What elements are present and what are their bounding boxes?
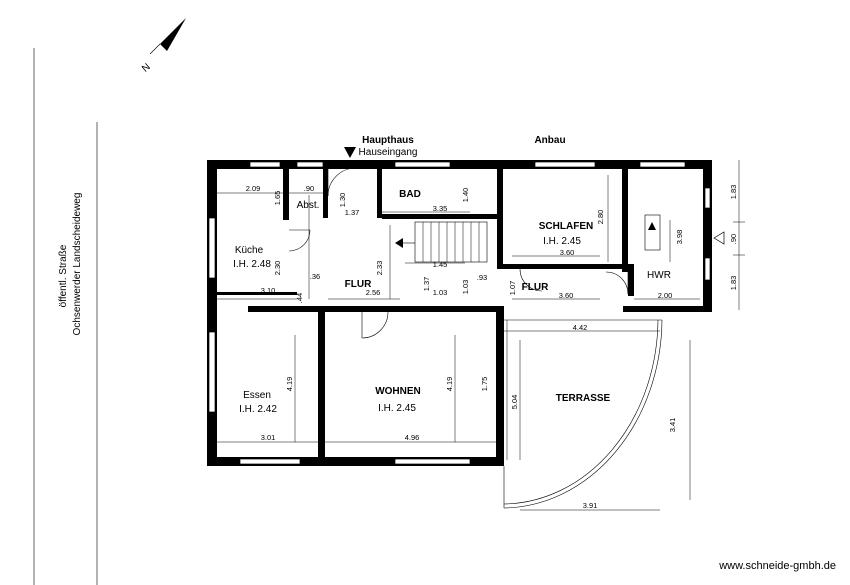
dim-label: 1.03 [433,288,448,297]
room-essen-height: I.H. 2.42 [239,404,277,415]
dim-label: 2.00 [658,291,673,300]
dim-label: 2.80 [596,210,605,225]
room-bad-label: BAD [399,189,421,200]
dim-label: 1.83 [729,276,738,291]
dim-label: 3.01 [261,433,276,442]
dim-label: 3.10 [261,286,276,295]
room-schlafen-label: SCHLAFEN [539,221,593,232]
dim-label: 3.91 [583,501,598,510]
dim-label: 3.35 [433,204,448,213]
north-arrow: N [140,18,186,75]
room-flur1-label: FLUR [345,279,372,290]
north-label: N [140,62,153,75]
dim-label: 3.60 [559,291,574,300]
dim-label: 4.96 [405,433,420,442]
stair-arrow-icon [395,238,403,248]
dim-label: 4.19 [445,377,454,392]
watermark: www.schneide-gmbh.de [718,560,836,572]
room-kueche-label: Küche [235,245,264,256]
room-wohnen-height: I.H. 2.45 [378,403,416,414]
dim-label: 1.83 [729,185,738,200]
dim-label: 1.03 [461,280,470,295]
north-arrow-icon [160,18,186,51]
dim-label: 5.04 [510,395,519,410]
dim-label: 2.56 [366,288,381,297]
room-essen-label: Essen [243,390,271,401]
dimension-lines [217,160,745,511]
hwr-storage-icon [644,214,661,251]
dim-label: 2.33 [375,261,384,276]
dim-label: 4.19 [285,377,294,392]
room-kueche-height: I.H. 2.48 [233,259,271,270]
dim-label: 1.40 [461,188,470,203]
terrace [503,319,663,509]
dim-label: .93 [477,273,487,282]
room-labels: BAD Abst. Küche I.H. 2.48 FLUR FLUR SCHL… [233,189,671,415]
dim-label: .90 [729,234,738,244]
dim-label: 3.41 [668,418,677,433]
walls [207,160,712,466]
entrance-arrow-icon [344,147,356,158]
dim-label: 2.30 [273,261,282,276]
room-hwr-label: HWR [647,270,671,281]
hwr-entry-arrow-icon [713,231,725,245]
dim-label: 1.65 [273,191,282,206]
dimension-labels: 2.09 .90 1.30 1.37 1.65 1.40 3.35 2.80 3… [246,184,738,510]
entrance-label: Hauseingang [359,147,418,158]
street: öffentl. Straße Ochsenwerder Landscheide… [33,48,98,585]
dim-label: 1.30 [338,193,347,208]
dim-label: .44 [295,293,304,303]
dim-label: 1.75 [480,377,489,392]
room-terrasse-label: TERRASSE [556,393,611,404]
room-wohnen-label: WOHNEN [375,386,421,397]
dim-label: 3.98 [675,230,684,245]
section-annex-label: Anbau [534,135,565,146]
room-abst-label: Abst. [297,200,320,211]
dim-label: 1.07 [508,281,517,296]
street-label: öffentl. Straße [58,244,69,307]
dim-label: .36 [310,272,320,281]
room-schlafen-height: I.H. 2.45 [543,236,581,247]
dim-label: 3.60 [560,248,575,257]
doors [288,167,629,339]
room-flur2-label: FLUR [522,282,549,293]
dim-label: 1.37 [422,277,431,292]
windows [208,161,711,465]
dim-label: 1.45 [433,260,448,269]
dim-label: 4.42 [573,323,588,332]
dim-label: .90 [304,184,314,193]
dim-label: 1.37 [345,208,360,217]
dim-label: .18 [495,369,504,379]
dim-label: 2.09 [246,184,261,193]
section-main-label: Haupthaus [362,135,414,146]
staircase [395,221,488,263]
street-name: Ochsenwerder Landscheideweg [72,193,83,336]
